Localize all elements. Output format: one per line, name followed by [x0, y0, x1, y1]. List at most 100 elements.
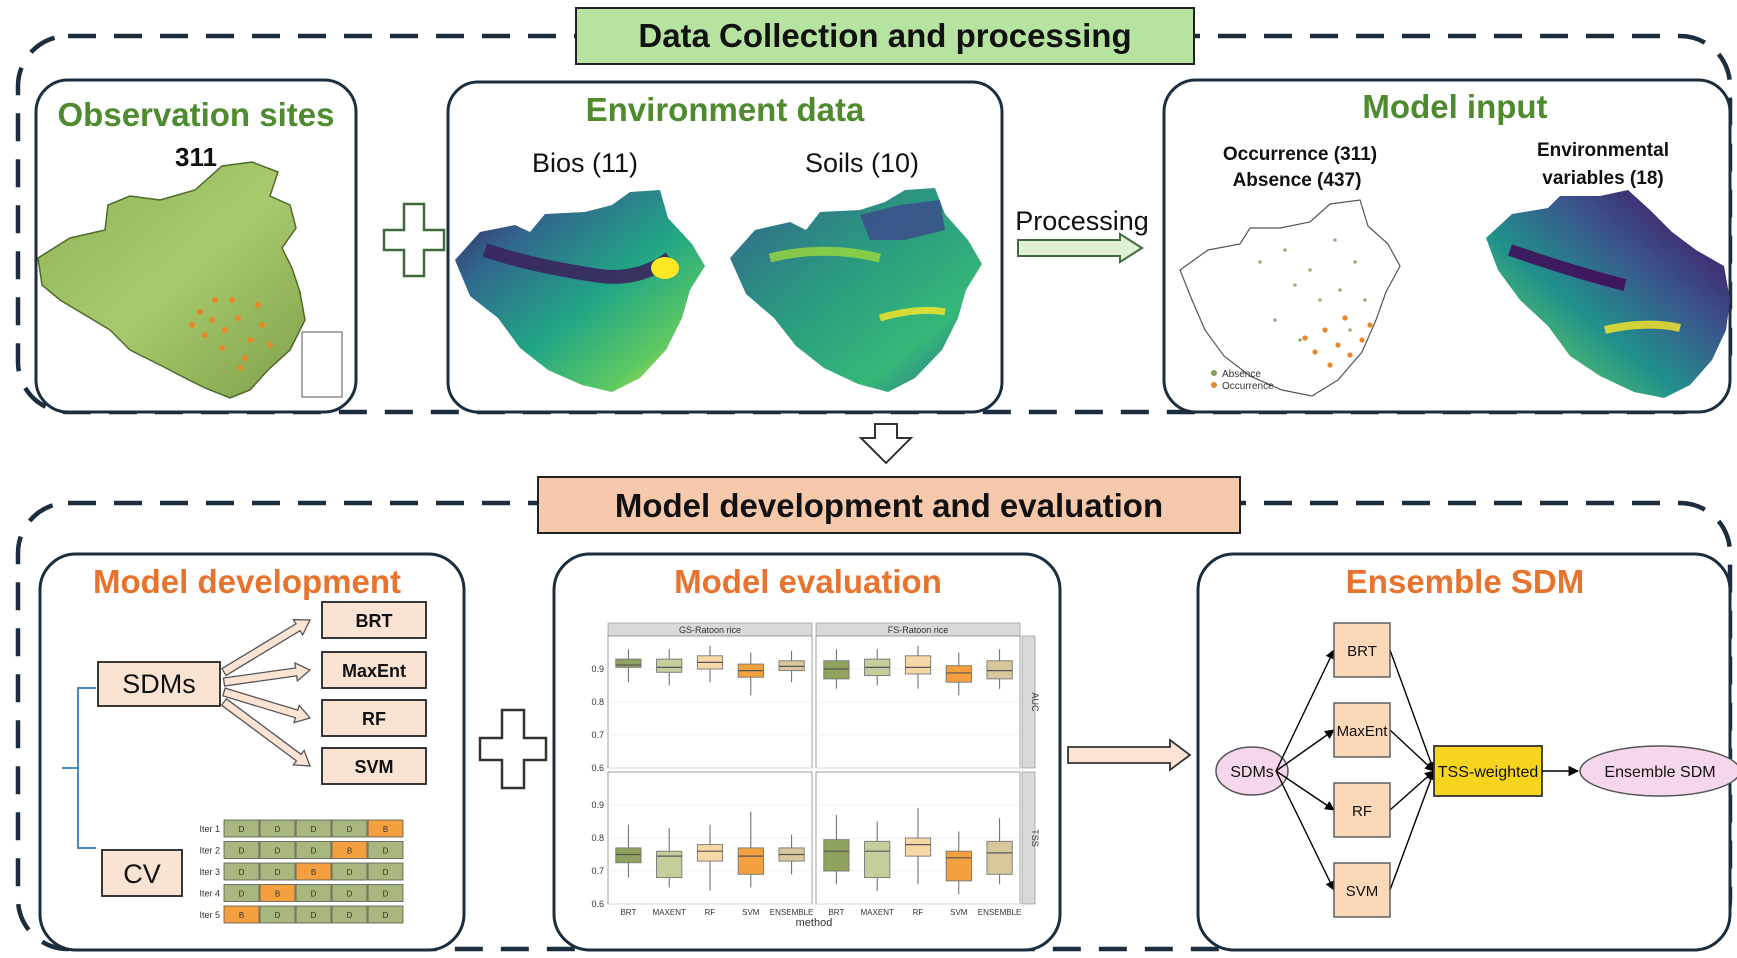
cv-cell-label: D — [383, 890, 389, 899]
south-china-sea-inset — [301, 331, 343, 398]
y-tick-label: 0.9 — [591, 800, 604, 810]
cv-cell-label: B — [383, 825, 388, 834]
plus-icon-2 — [478, 708, 548, 790]
dev-model-label: MaxEnt — [342, 661, 406, 681]
china-map-observation — [37, 161, 306, 399]
section2-title-box — [537, 476, 1241, 534]
box — [737, 847, 764, 875]
facet-row-label: TSS — [1030, 829, 1040, 847]
ens-sdms-node — [1215, 746, 1289, 796]
ens-edge-out — [1389, 649, 1436, 772]
cv-box — [101, 849, 183, 897]
soils-label: Soils (10) — [805, 148, 919, 178]
y-tick-label: 0.8 — [591, 697, 604, 707]
box — [986, 840, 1013, 875]
box — [656, 850, 683, 879]
cv-cell-label: D — [347, 868, 353, 877]
cv-cell-label: D — [275, 825, 281, 834]
environment-data-panel: Environment data Bios (11) Soils (10) — [446, 80, 1004, 414]
occurrence-map — [1179, 199, 1401, 397]
cv-train-cell — [295, 841, 332, 859]
section1-title: Data Collection and processing — [638, 17, 1131, 54]
cv-train-cell — [367, 862, 404, 881]
ens-model-label: RF — [1352, 803, 1372, 820]
cv-iter-label: Iter 1 — [199, 824, 220, 834]
y-tick-label: 0.7 — [591, 866, 604, 876]
y-tick-label: 0.8 — [591, 833, 604, 843]
x-tick-label: RF — [705, 908, 716, 917]
x-tick-label: MAXENT — [653, 908, 686, 917]
dev-model-box — [321, 601, 427, 639]
ensemble-arrow — [1067, 738, 1192, 772]
box — [904, 837, 932, 857]
ens-model-label: SVM — [1346, 883, 1379, 900]
dev-model-box — [321, 699, 427, 737]
cv-train-cell — [367, 905, 404, 924]
legend-occurrence-marker — [1211, 382, 1217, 388]
x-tick-label: ENSEMBLE — [770, 908, 814, 917]
model-input-panel: Model input Occurrence (311) Absence (43… — [1162, 78, 1732, 414]
cv-cell-label: B — [275, 890, 280, 899]
box — [823, 660, 850, 680]
cv-train-cell — [223, 862, 260, 881]
cv-cell-label: D — [239, 890, 245, 899]
cv-cell-label: D — [311, 890, 317, 899]
dev-model-box — [321, 747, 427, 785]
facet-label: GS-Ratoon rice — [679, 625, 741, 635]
dev-model-label: BRT — [356, 611, 393, 631]
cv-train-cell — [259, 819, 296, 838]
dev-model-label: SVM — [354, 757, 393, 777]
ens-model-label: BRT — [1347, 643, 1377, 660]
cv-train-cell — [367, 884, 404, 902]
observation-points — [189, 297, 273, 371]
box — [615, 847, 642, 864]
box — [615, 658, 642, 668]
environmental-variables-map — [1486, 190, 1730, 398]
environmental-variables-label-line2: variables (18) — [1542, 168, 1663, 189]
x-tick-label: RF — [913, 908, 924, 917]
ensemble-sdm-title: Ensemble SDM — [1346, 563, 1584, 600]
absence-label: Absence (437) — [1233, 170, 1362, 191]
dev-arrow — [222, 687, 312, 724]
cv-cell-label: D — [383, 847, 389, 856]
cv-iter-label: Iter 4 — [199, 889, 220, 899]
y-tick-label: 0.6 — [591, 763, 604, 773]
cv-test-cell — [259, 884, 296, 902]
ensemble-sdm-node — [1579, 745, 1737, 797]
box — [904, 655, 932, 675]
ens-model-node — [1333, 702, 1391, 758]
cv-train-cell — [223, 819, 260, 838]
cv-test-cell — [295, 862, 332, 881]
processing-arrow — [1017, 232, 1144, 264]
ens-edge-out — [1389, 770, 1436, 891]
model-input-title: Model input — [1362, 88, 1547, 125]
x-tick-label: BRT — [620, 908, 636, 917]
cv-iter-label: Iter 5 — [199, 910, 220, 920]
legend-absence-label: Absence — [1222, 369, 1261, 380]
cv-cell-label: D — [347, 890, 353, 899]
plus-icon — [382, 202, 446, 278]
y-tick-label: 0.6 — [591, 899, 604, 909]
section2-title: Model development and evaluation — [615, 487, 1163, 524]
dev-arrow — [222, 661, 312, 687]
dev-model-box — [321, 651, 427, 689]
ens-edge-in — [1275, 729, 1335, 772]
cv-train-cell — [331, 819, 368, 838]
box — [823, 839, 850, 872]
ens-model-node — [1333, 862, 1391, 918]
ens-edge-in — [1275, 770, 1335, 891]
cv-test-cell — [367, 819, 404, 838]
box — [696, 844, 724, 862]
dev-model-label: RF — [362, 709, 386, 729]
legend-absence-marker — [1211, 370, 1217, 376]
soils-map — [730, 188, 982, 392]
x-tick-label: SVM — [742, 908, 760, 917]
tss-weighted-node — [1433, 745, 1543, 797]
cv-train-cell — [223, 884, 260, 902]
absence-points — [1258, 238, 1367, 342]
tss-weighted-label: TSS-weighted — [1438, 764, 1539, 781]
y-tick-label: 0.9 — [591, 664, 604, 674]
